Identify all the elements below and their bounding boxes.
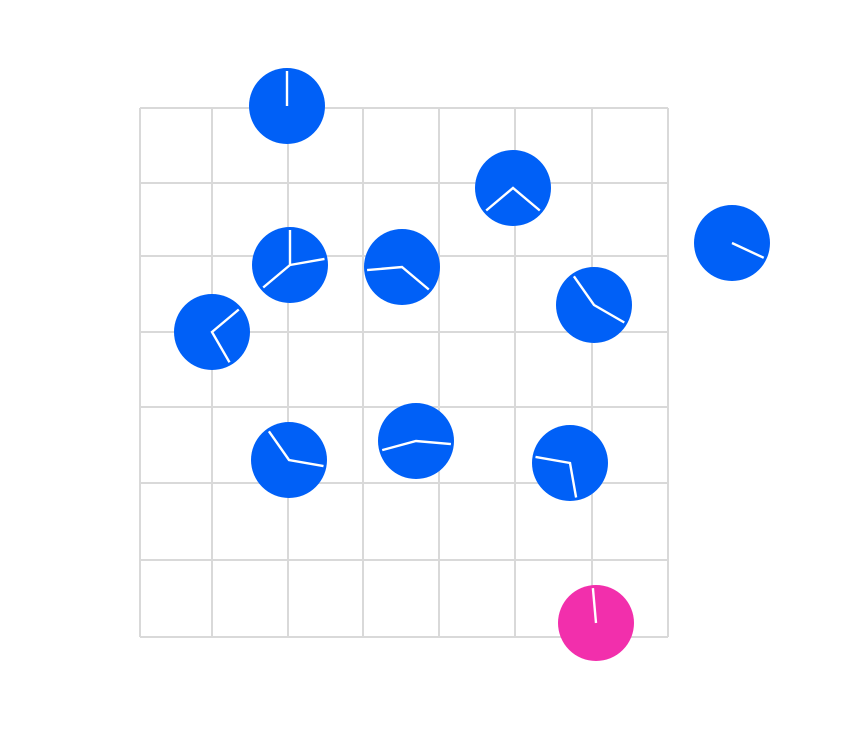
rotatable-node[interactable]: [532, 425, 608, 501]
node-wire: [262, 230, 325, 289]
rotatable-node[interactable]: [364, 229, 440, 305]
node-wire: [731, 241, 765, 259]
node-wire: [210, 308, 240, 363]
node-layer: [174, 68, 770, 661]
grid: [139, 107, 669, 638]
rotatable-node[interactable]: [378, 403, 454, 479]
rotatable-node[interactable]: [475, 150, 551, 226]
node-wire: [535, 455, 578, 498]
node-wire: [267, 430, 324, 468]
rotatable-node[interactable]: [174, 294, 250, 370]
rotatable-node[interactable]: [251, 422, 327, 498]
rotatable-node[interactable]: [249, 68, 325, 144]
node-wire: [591, 587, 598, 624]
rotatable-node[interactable]: [694, 205, 770, 281]
node-wire: [572, 275, 625, 324]
node-wire: [366, 265, 430, 291]
rotatable-node[interactable]: [556, 267, 632, 343]
rotatable-node[interactable]: [252, 227, 328, 303]
node-wire: [381, 439, 452, 452]
source-node[interactable]: [558, 585, 634, 661]
node-wire: [485, 186, 541, 212]
